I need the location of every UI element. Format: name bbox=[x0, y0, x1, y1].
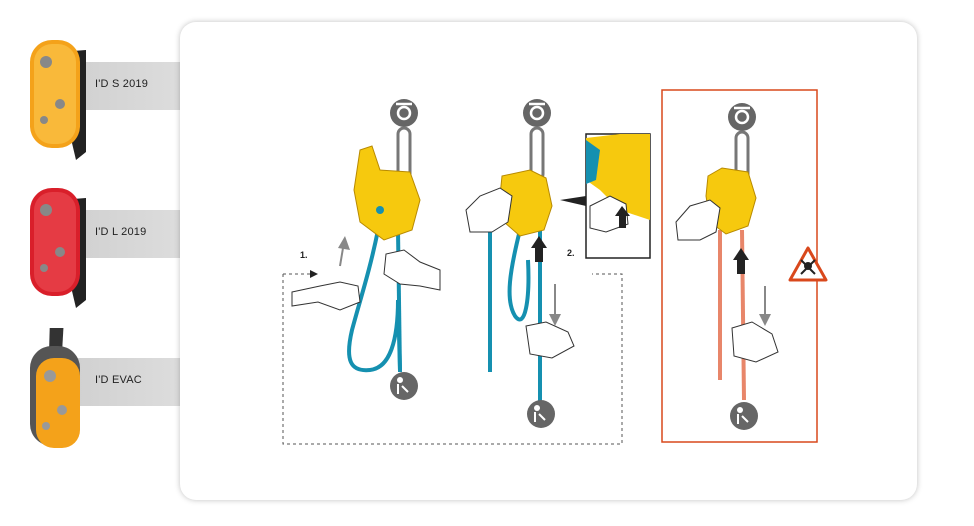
device-yellow bbox=[353, 145, 421, 241]
anchor-icon bbox=[728, 103, 756, 131]
device-idevac-icon bbox=[30, 328, 80, 448]
hand-glove bbox=[731, 321, 779, 363]
step-1-label: 1. bbox=[300, 250, 308, 260]
arrow-up bbox=[733, 248, 749, 260]
product-label: I'D EVAC bbox=[95, 374, 142, 386]
danger-warning-icon bbox=[788, 246, 828, 282]
hand-glove bbox=[465, 187, 513, 233]
rope-blue bbox=[347, 229, 402, 373]
device-ids-icon bbox=[30, 40, 86, 160]
product-item-idevac[interactable]: I'D EVAC bbox=[0, 328, 270, 448]
anchor-icon bbox=[390, 99, 418, 127]
step-2-label: 2. bbox=[567, 248, 575, 258]
hand-glove bbox=[383, 249, 441, 291]
product-label: I'D S 2019 bbox=[95, 78, 149, 90]
hand-glove bbox=[291, 281, 361, 311]
hand-glove bbox=[675, 199, 721, 241]
climber-icon bbox=[527, 400, 555, 428]
climber-icon bbox=[730, 402, 758, 430]
anchor-icon bbox=[523, 99, 551, 127]
climber-icon bbox=[390, 372, 418, 400]
device-idl-icon bbox=[30, 188, 86, 308]
product-label: I'D L 2019 bbox=[95, 226, 147, 238]
hand-glove bbox=[525, 321, 575, 359]
arrow-up bbox=[531, 236, 547, 248]
